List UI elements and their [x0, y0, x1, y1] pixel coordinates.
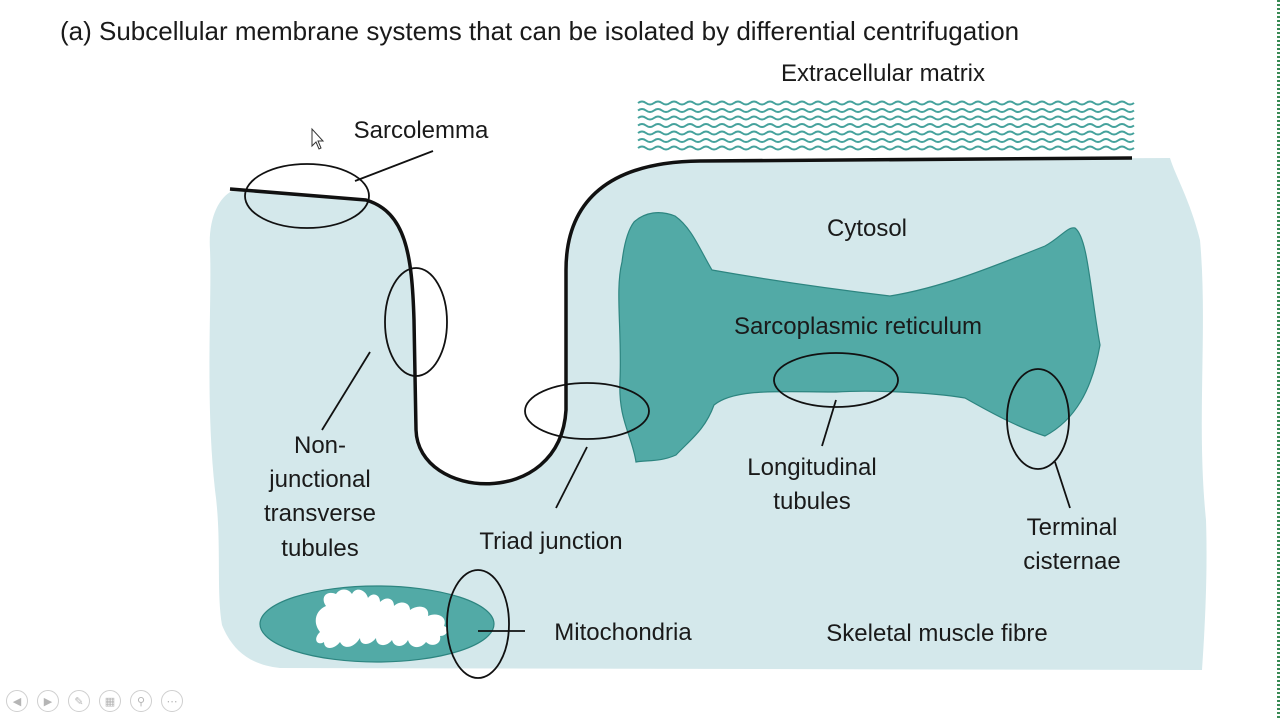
sarcolemma-membrane-line	[229, 156, 1133, 486]
matrix-wave-line	[637, 130, 1135, 136]
mouse-cursor-icon	[311, 127, 325, 150]
extracellular-matrix-waves	[637, 100, 1135, 151]
svg-text:tubules: tubules	[281, 535, 358, 562]
triad-junction-label: Triad junction	[479, 528, 622, 555]
t-tubule-leader	[321, 351, 371, 431]
mitochondrion-cristae	[315, 589, 448, 648]
prev-icon[interactable]: ◀	[6, 690, 28, 712]
next-icon[interactable]: ▶	[37, 690, 59, 712]
longitudinal-tubule-ellipse	[773, 352, 899, 408]
svg-text:Non-: Non-	[294, 432, 346, 459]
svg-text:Terminal: Terminal	[1027, 514, 1118, 541]
svg-text:cisternae: cisternae	[1023, 548, 1120, 575]
matrix-wave-line	[637, 145, 1135, 151]
svg-text:transverse: transverse	[264, 500, 376, 527]
cytosol-label: Cytosol	[827, 215, 907, 242]
sarcolemma-label: Sarcolemma	[354, 117, 489, 144]
sarcolemma-ellipse	[244, 163, 370, 229]
scrollbar-edge	[1277, 0, 1280, 720]
skeletal-muscle-fibre-label: Skeletal muscle fibre	[826, 620, 1047, 647]
matrix-wave-line	[637, 108, 1135, 113]
longitudinal-tubules-label: Longitudinal tubules	[747, 454, 876, 515]
mitochondrion-ellipse	[446, 569, 510, 679]
triad-leader	[555, 446, 588, 509]
nonjunctional-t-tubules-label: Non- junctional transverse tubules	[264, 432, 376, 562]
more-icon[interactable]: ⋯	[161, 690, 183, 712]
sarcoplasmic-reticulum-label: Sarcoplasmic reticulum	[734, 313, 982, 340]
mitochondria-label: Mitochondria	[554, 619, 692, 646]
longitudinal-leader	[821, 399, 837, 447]
matrix-wave-line	[637, 138, 1135, 143]
pen-icon[interactable]: ✎	[68, 690, 90, 712]
terminal-cisternae-label: Terminal cisternae	[1023, 514, 1120, 575]
matrix-wave-line	[637, 100, 1135, 106]
t-tubule-ellipse	[384, 267, 448, 377]
mitochondrion	[259, 585, 495, 663]
extracellular-matrix-label: Extracellular matrix	[781, 60, 985, 87]
triad-junction-ellipse	[524, 382, 650, 440]
zoom-icon[interactable]: ⚲	[130, 690, 152, 712]
terminal-cisterna-ellipse	[1006, 368, 1070, 470]
slides-icon[interactable]: ▦	[99, 690, 121, 712]
matrix-wave-line	[637, 123, 1135, 128]
svg-text:junctional: junctional	[268, 466, 370, 493]
svg-text:Longitudinal: Longitudinal	[747, 454, 876, 481]
sarcoplasmic-reticulum-shape	[618, 212, 1101, 463]
svg-text:tubules: tubules	[773, 488, 850, 515]
matrix-wave-line	[637, 115, 1135, 121]
slideshow-toolbar: ◀ ▶ ✎ ▦ ⚲ ⋯	[6, 690, 183, 714]
cisternae-leader	[1054, 461, 1071, 509]
figure-title: (a) Subcellular membrane systems that ca…	[60, 16, 1019, 46]
sarcolemma-leader	[354, 150, 434, 182]
